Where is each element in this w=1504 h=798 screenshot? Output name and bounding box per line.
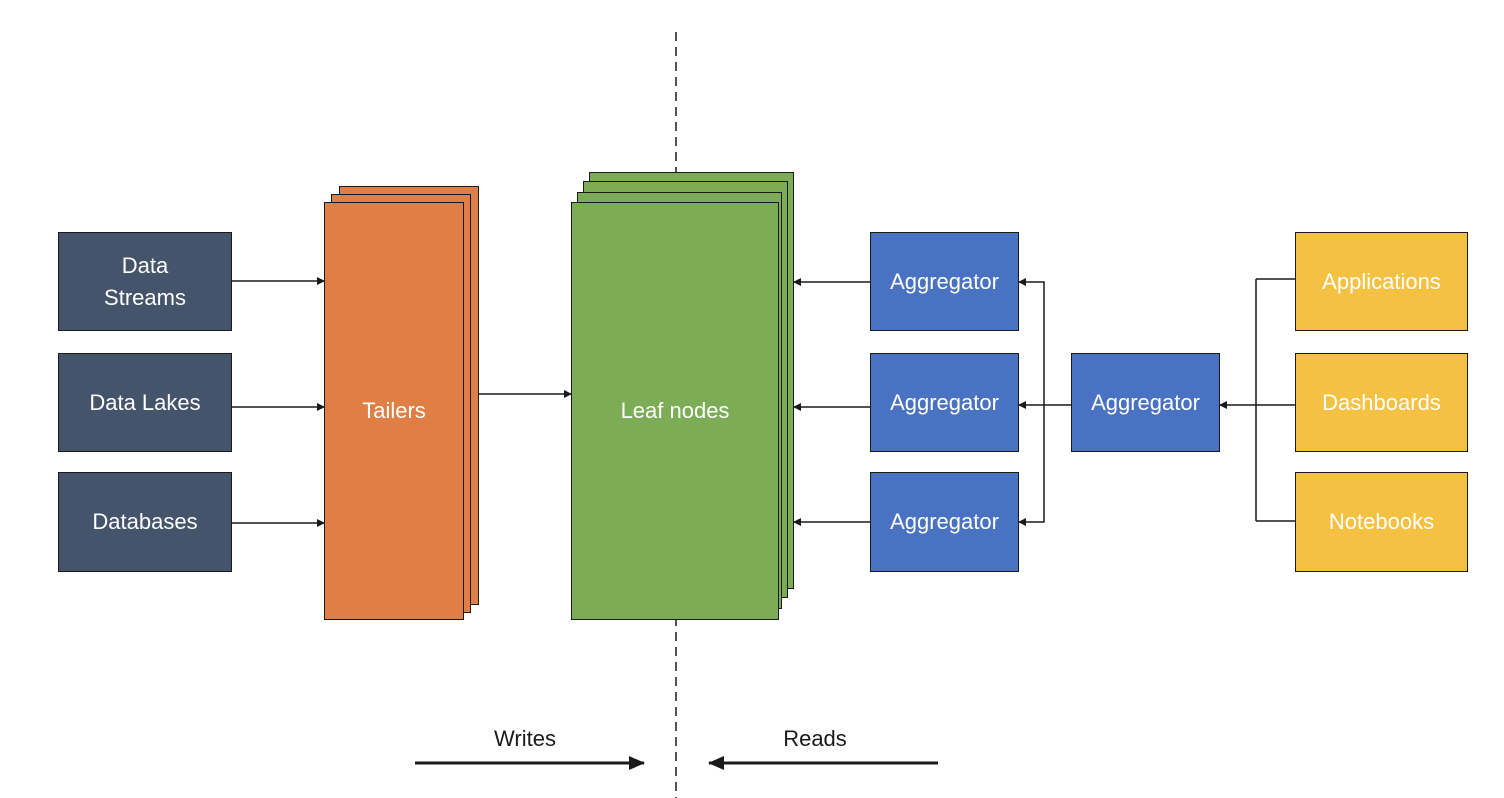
source-data-streams: Data Streams [58, 232, 232, 331]
reads-label: Reads [783, 726, 847, 751]
client-applications: Applications [1295, 232, 1468, 331]
bracket-root-to-agg1 [1018, 278, 1045, 405]
aggregator-3: Aggregator [870, 472, 1019, 572]
writes-label: Writes [494, 726, 556, 751]
leaf-nodes-box: Leaf nodes [571, 202, 779, 620]
aggregator-1: Aggregator [870, 232, 1019, 331]
bracket-root-to-agg3 [1018, 405, 1045, 526]
aggregator-root: Aggregator [1071, 353, 1220, 452]
aggregator-2: Aggregator [870, 353, 1019, 452]
client-dashboards: Dashboards [1295, 353, 1468, 452]
source-data-lakes: Data Lakes [58, 353, 232, 452]
client-notebooks: Notebooks [1295, 472, 1468, 572]
tailers-box: Tailers [324, 202, 464, 620]
source-databases: Databases [58, 472, 232, 572]
